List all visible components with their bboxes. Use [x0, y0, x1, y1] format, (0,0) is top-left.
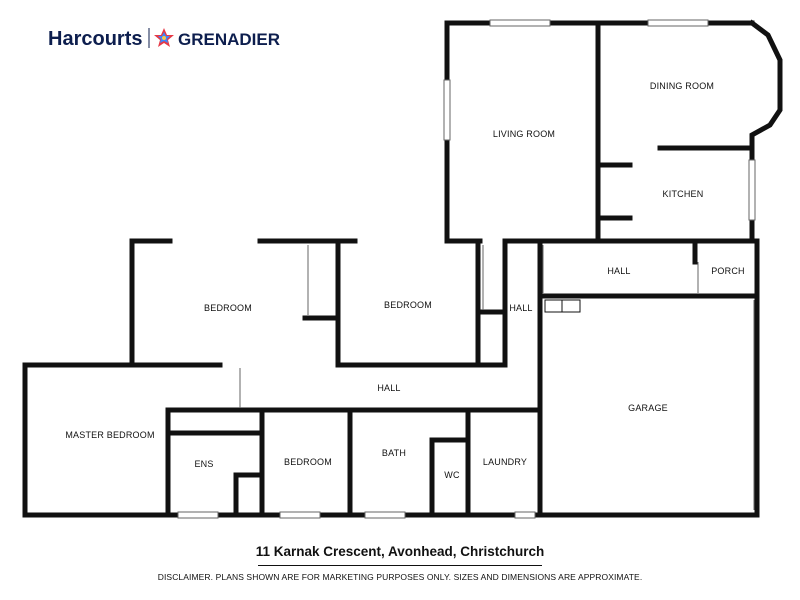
hall-main-label: HALL: [377, 383, 400, 393]
steps: [544, 299, 581, 313]
windows: [177, 19, 756, 519]
bedroom-1-label: BEDROOM: [204, 303, 252, 313]
bedroom-3-label: BEDROOM: [284, 457, 332, 467]
hall-mid-label: HALL: [509, 303, 532, 313]
dining-room-label: DINING ROOM: [650, 81, 714, 91]
porch-label: PORCH: [711, 266, 745, 276]
living-room-label: LIVING ROOM: [493, 129, 555, 139]
wc-label: WC: [444, 470, 460, 480]
grenadier-wordmark: GRENADIER: [178, 30, 280, 49]
address-underline: [258, 565, 542, 566]
garage-label: GARAGE: [628, 403, 668, 413]
walls: [22, 19, 783, 518]
room-labels: LIVING ROOM DINING ROOM KITCHEN HALL POR…: [65, 81, 744, 480]
harcourts-wordmark: Harcourts: [48, 28, 142, 50]
hall-top-label: HALL: [607, 266, 630, 276]
ens-label: ENS: [194, 459, 213, 469]
disclaimer-text: DISCLAIMER. PLANS SHOWN ARE FOR MARKETIN…: [157, 572, 643, 582]
property-address: 11 Karnak Crescent, Avonhead, Christchur…: [255, 544, 545, 559]
bedroom-2-label: BEDROOM: [384, 300, 432, 310]
harcourts-logo: Harcourts GRENADIER: [48, 28, 280, 50]
bath-label: BATH: [382, 448, 406, 458]
master-bedroom-label: MASTER BEDROOM: [65, 430, 154, 440]
grenadier-star-icon: [154, 28, 174, 47]
laundry-label: LAUNDRY: [483, 457, 527, 467]
kitchen-label: KITCHEN: [663, 189, 704, 199]
